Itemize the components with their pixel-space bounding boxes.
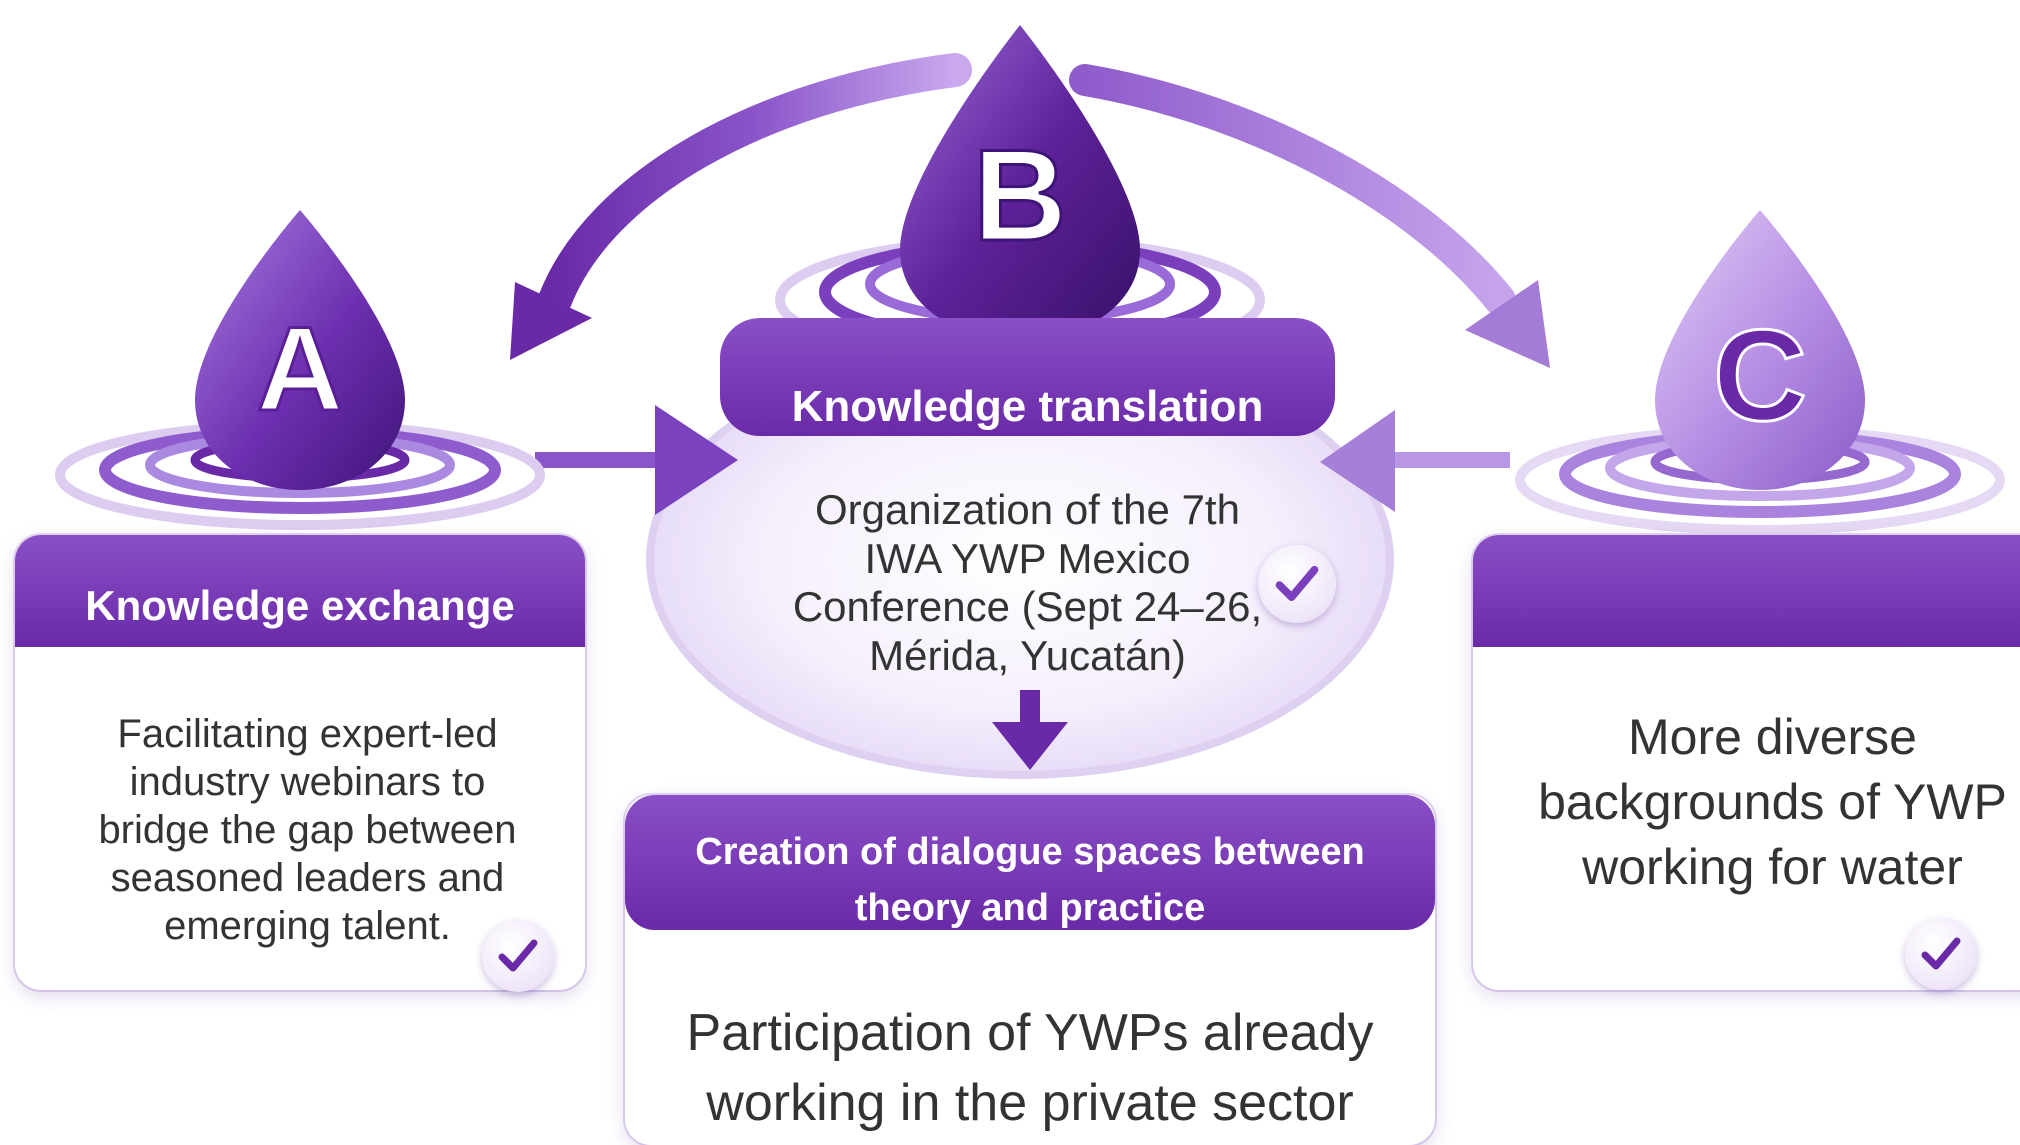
card-a-title: Knowledge exchange (85, 582, 515, 629)
card-c-line: working for water (1582, 839, 1963, 895)
card-d-title-line: theory and practice (854, 886, 1206, 929)
card-b-line: Conference (Sept 24–26, (792, 583, 1263, 631)
card-b-body: Organization of the 7th IWA YWP Mexico C… (750, 486, 1305, 681)
arrow-icon (510, 282, 592, 360)
water-drop-icon (900, 25, 1140, 340)
drop-letter-a: A (257, 302, 344, 436)
card-d-title-line: Creation of dialogue spaces between (695, 831, 1365, 874)
arrow-icon (992, 722, 1068, 770)
arrow-icon (1465, 280, 1550, 368)
water-drop-icon (195, 210, 405, 490)
card-b-header: Knowledge translation (720, 318, 1335, 436)
card-a-line: bridge the gap between (98, 808, 517, 852)
card-d-line: working in the private sector (706, 1074, 1354, 1133)
card-c-header (1473, 535, 2020, 647)
water-drop-icon (1655, 210, 1865, 490)
card-a-body: Facilitating expert-led industry webinar… (30, 710, 585, 950)
arc-b-to-a (538, 53, 972, 317)
arrow-icon (1320, 410, 1395, 512)
card-a-line: Facilitating expert-led (117, 712, 498, 756)
card-b-line: Organization of the 7th (815, 486, 1240, 533)
checkmark-icon (1905, 918, 1977, 990)
card-c-body: More diverse backgrounds of YWP working … (1485, 705, 2020, 900)
card-b-line: Mérida, Yucatán) (869, 632, 1186, 680)
card-d-header: Creation of dialogue spaces between theo… (625, 795, 1435, 930)
card-a-line: emerging talent. (164, 904, 451, 948)
checkmark-icon (482, 920, 554, 992)
arrow-icon (655, 405, 738, 515)
card-a-line: industry webinars to (129, 760, 486, 804)
card-b-line: IWA YWP Mexico (864, 534, 1191, 582)
arrow-down-shaft (1020, 690, 1040, 730)
card-d-line: Participation of YWPs already (686, 1004, 1374, 1062)
card-b-title: Knowledge translation (791, 382, 1264, 431)
card-d-body: Participation of YWPs already working in… (625, 998, 1435, 1138)
card-c-line: More diverse (1628, 709, 1917, 765)
drop-letter-b: B (973, 122, 1067, 268)
card-c-line: backgrounds of YWP (1538, 774, 2007, 830)
drop-letter-c: C (1713, 302, 1807, 448)
card-a-header: Knowledge exchange (15, 535, 585, 647)
arc-b-to-c (1069, 64, 1516, 316)
card-a-line: seasoned leaders and (110, 856, 505, 900)
arrow-a-shaft (535, 452, 675, 468)
checkmark-icon (1258, 545, 1336, 623)
arrow-c-shaft (1370, 452, 1510, 468)
